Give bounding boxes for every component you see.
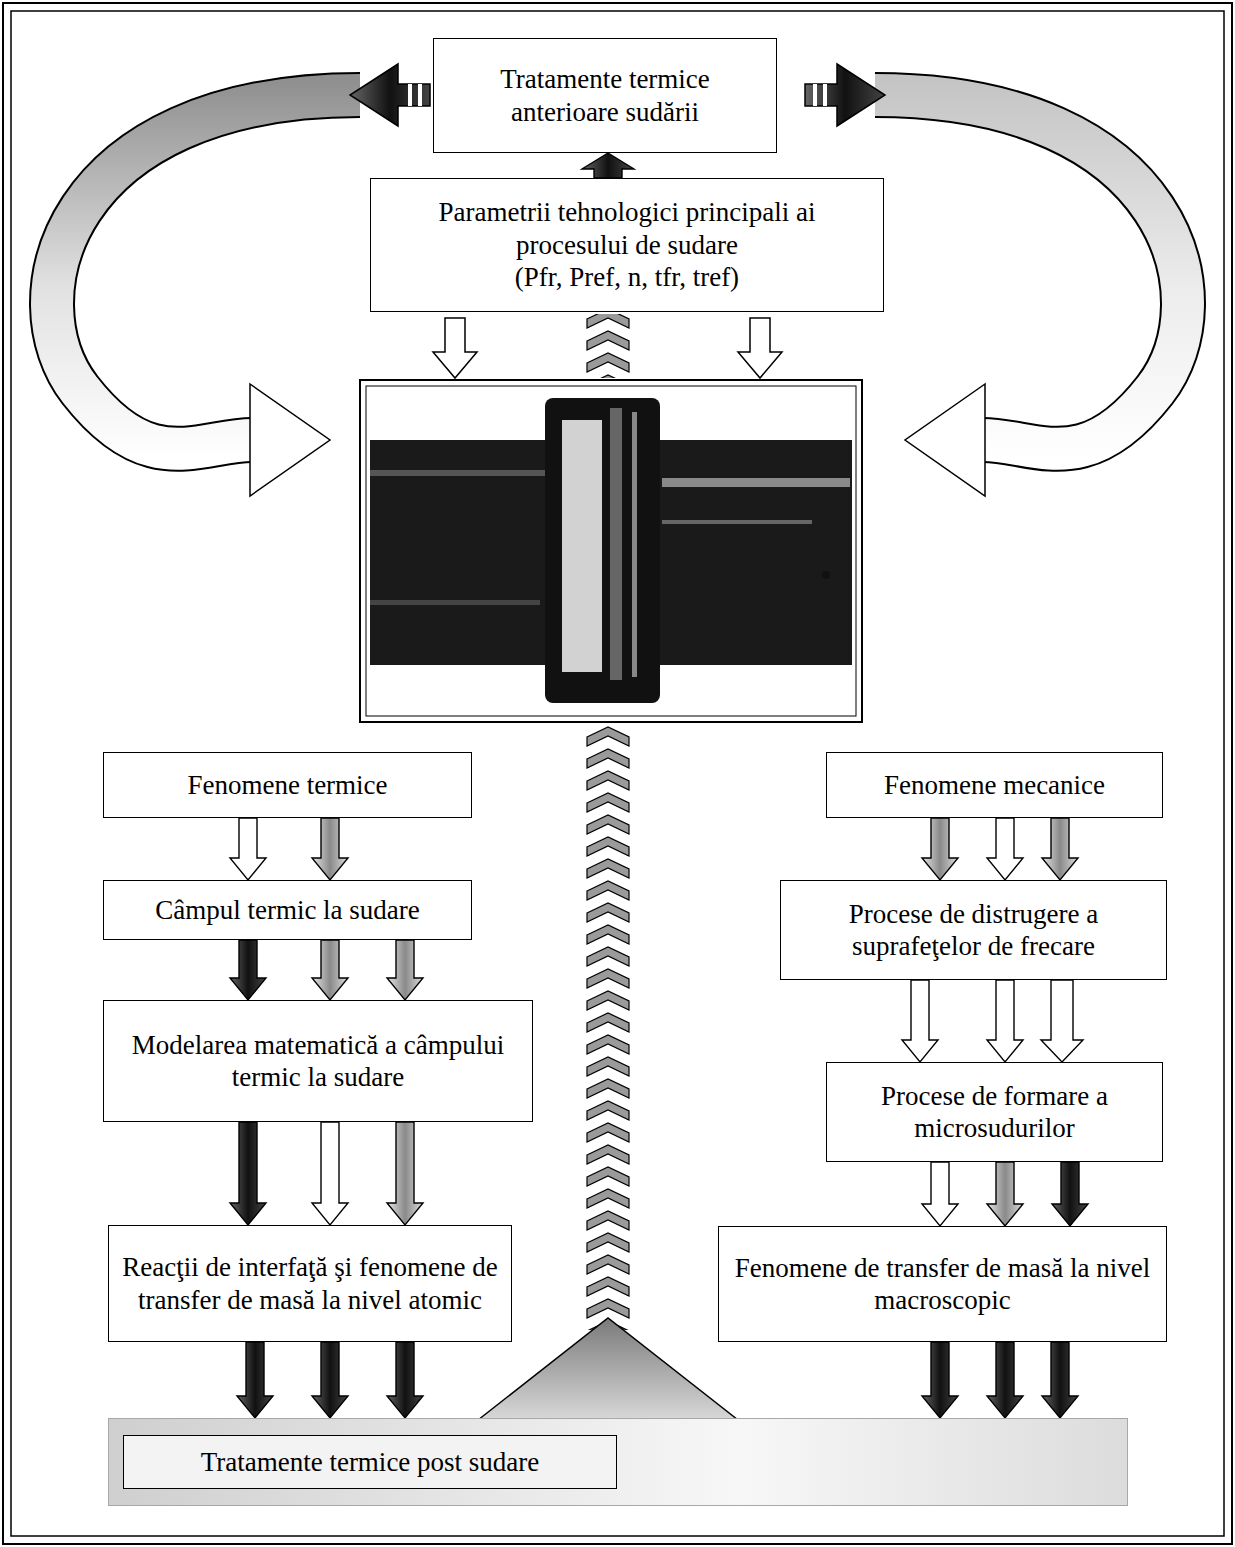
box-label: Parametrii tehnologici principali ai pro… (416, 196, 838, 261)
process-box: Procese de distrugere a suprafeţelor de … (780, 880, 1167, 980)
process-box: Reacţii de interfaţă şi fenomene de tran… (108, 1225, 512, 1342)
box-label: Fenomene termice (187, 769, 387, 801)
block-arrow (1042, 1342, 1078, 1418)
process-box: Modelarea matematică a câmpului termic l… (103, 1000, 533, 1122)
welded-part-photo (360, 380, 862, 722)
block-arrow (1042, 818, 1078, 880)
outer-frame (3, 3, 1232, 1544)
chevron-column (583, 726, 633, 1330)
block-arrow (582, 153, 634, 178)
box-label: Modelarea matematică a câmpului termic l… (116, 1029, 520, 1094)
box-label: Reacţii de interfaţă şi fenomene de tran… (121, 1251, 499, 1316)
block-arrow (987, 1162, 1023, 1226)
block-arrow (1052, 1162, 1088, 1226)
chevron-column (583, 314, 633, 378)
process-box: Tratamente termice anterioare sudării (433, 38, 777, 153)
box-label: Câmpul termic la sudare (155, 894, 420, 926)
process-box: Fenomene de transfer de masă la nivel ma… (718, 1226, 1167, 1342)
box-label: Procese de formare a microsudurilor (839, 1080, 1150, 1145)
block-arrow (387, 940, 423, 1000)
parameter-box: Parametrii tehnologici principali ai pro… (370, 178, 884, 312)
flow-arrow (230, 940, 423, 1000)
process-box: Fenomene termice (103, 752, 472, 818)
parameter-list: (Pfr, Pref, n, tfr, tref) (515, 261, 739, 293)
upward-arrowhead (478, 1318, 738, 1420)
flow-arrow (230, 818, 348, 880)
flow-arrow (922, 1342, 1078, 1418)
process-box: Fenomene mecanice (826, 752, 1163, 818)
flow-arrow (902, 980, 1083, 1062)
block-arrow (230, 818, 266, 880)
block-arrow (312, 1342, 348, 1418)
box-label: Tratamente termice post sudare (123, 1435, 617, 1489)
block-arrow (312, 940, 348, 1000)
block-arrow (387, 1122, 423, 1225)
block-arrow (387, 1342, 423, 1418)
block-arrow (1041, 980, 1083, 1062)
right-feedback-arrow (875, 95, 1183, 496)
process-box: Câmpul termic la sudare (103, 880, 472, 940)
process-box: Procese de formare a microsudurilor (826, 1062, 1163, 1162)
block-arrow (922, 818, 958, 880)
flow-arrow (237, 1342, 423, 1418)
block-arrow (312, 1122, 348, 1225)
block-arrow (987, 818, 1023, 880)
post-weld-band: Tratamente termice post sudare (108, 1418, 1128, 1506)
inner-frame (11, 11, 1224, 1536)
block-arrow (230, 940, 266, 1000)
block-arrow (987, 1342, 1023, 1418)
box-label: Procese de distrugere a suprafeţelor de … (793, 898, 1154, 963)
block-arrow (987, 980, 1023, 1062)
block-arrow (902, 980, 938, 1062)
flow-arrow (582, 153, 634, 178)
box-label: Tratamente termice anterioare sudării (446, 63, 764, 128)
block-arrow (922, 1342, 958, 1418)
block-arrow (312, 818, 348, 880)
box-label: Fenomene mecanice (884, 769, 1105, 801)
block-arrow (230, 1122, 266, 1225)
flow-arrow (922, 818, 1078, 880)
left-feedback-arrow (52, 95, 360, 496)
block-arrow (237, 1342, 273, 1418)
flow-arrow (922, 1162, 1088, 1226)
flow-arrow (230, 1122, 423, 1225)
box-label: Fenomene de transfer de masă la nivel ma… (731, 1252, 1154, 1317)
block-arrow (922, 1162, 958, 1226)
